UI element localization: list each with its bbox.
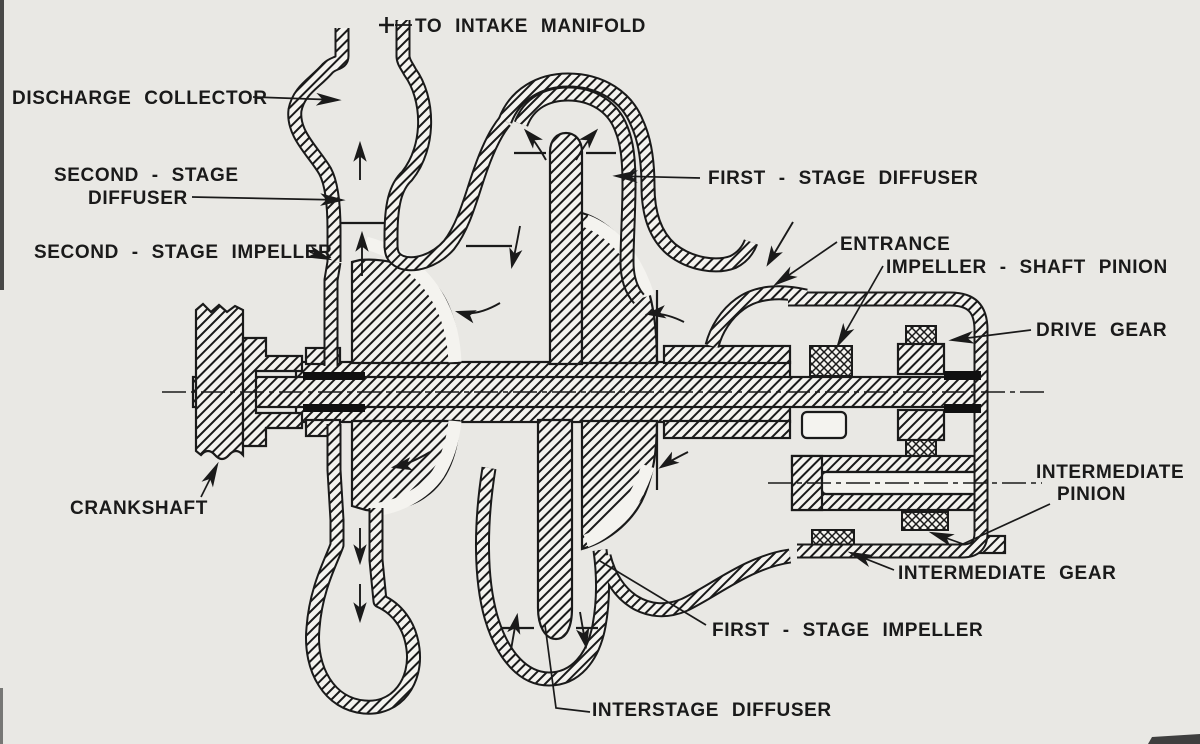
scan-edge-mark — [1148, 734, 1200, 744]
leader-drive-gear — [948, 329, 1032, 344]
casing-bottom-right-wall — [598, 550, 791, 616]
label-to-intake-manifold: TO INTAKE MANIFOLD — [415, 16, 646, 37]
intermediate-pinion-part — [901, 511, 949, 531]
leader-second-stage-diffuser — [191, 193, 346, 206]
seal-band — [303, 372, 365, 380]
leader-crankshaft — [200, 461, 219, 498]
label-leader-lines — [191, 17, 1051, 713]
seal-band — [944, 404, 981, 413]
shaft-seals — [303, 371, 981, 413]
leader-interstage-diffuser — [544, 624, 591, 713]
label-second-stage-diffuser-line2: DIFFUSER — [88, 188, 188, 209]
label-first-stage-diffuser: FIRST - STAGE DIFFUSER — [708, 168, 978, 189]
entrance-casing-wall — [706, 287, 808, 348]
label-second-stage-impeller: SECOND - STAGE IMPELLER — [34, 242, 332, 263]
vane-passage — [583, 463, 655, 548]
first-stage-diffuser-outer-wall — [499, 74, 757, 271]
seal-band — [944, 371, 981, 380]
leader-second-stage-impeller — [306, 245, 333, 261]
leader-first-stage-diffuser — [612, 170, 701, 183]
scan-edge-mark — [0, 0, 4, 290]
leader-discharge-collector — [252, 92, 342, 106]
drive-gear-part — [896, 408, 946, 442]
label-intermediate-gear: INTERMEDIATE GEAR — [898, 563, 1116, 584]
flow-arrow — [523, 128, 547, 161]
label-impeller-shaft-pinion: IMPELLER - SHAFT PINION — [886, 257, 1168, 278]
flow-arrow — [766, 221, 794, 267]
leader-intermediate-gear — [847, 551, 895, 571]
impeller-shaft-pinion-part — [809, 345, 853, 377]
label-first-stage-impeller: FIRST - STAGE IMPELLER — [712, 620, 983, 641]
shaft-coupling-clamp — [241, 336, 304, 448]
flow-arrow — [509, 225, 523, 270]
flow-arrow — [390, 451, 431, 471]
interstage-diaphragm-lower — [536, 418, 574, 641]
flow-arrow — [576, 611, 590, 650]
casing-left-wall-lower-and-collector-bulb — [307, 424, 420, 713]
vane-edge-lines — [340, 151, 659, 630]
flow-arrows — [353, 128, 794, 651]
label-second-stage-diffuser-line1: SECOND - STAGE — [54, 165, 239, 186]
gear-case-wall — [788, 293, 987, 557]
labyrinth-seal-shelf — [662, 419, 792, 440]
seal-band — [303, 404, 365, 412]
flow-arrow — [507, 612, 521, 651]
casing-left-wall-upper — [325, 261, 340, 366]
scan-edge-mark — [0, 688, 3, 744]
flow-arrow — [658, 451, 689, 469]
label-crankshaft: CRANKSHAFT — [70, 498, 208, 519]
discharge-collector-wall-left — [289, 28, 348, 262]
label-intermediate-pinion-line1: INTERMEDIATE — [1036, 462, 1184, 483]
vane-passage — [371, 420, 462, 517]
first-stage-diffuser-inner-wall — [515, 88, 644, 303]
crankshaft-block — [194, 302, 245, 461]
flow-arrow — [575, 128, 599, 161]
labyrinth-seal-shelf — [662, 344, 792, 365]
discharge-collector-wall-right — [385, 20, 431, 248]
label-discharge-collector: DISCHARGE COLLECTOR — [12, 88, 268, 109]
label-intermediate-pinion-line2: PINION — [1057, 484, 1126, 505]
leader-entrance — [772, 241, 838, 287]
label-entrance: ENTRANCE — [840, 234, 950, 255]
intake-pipe-cut-mark — [379, 17, 394, 33]
casing-walls-hatch-overlay — [289, 20, 987, 713]
interstage-diaphragm-upper — [548, 131, 584, 366]
leader-first-stage-impeller — [599, 560, 707, 626]
leader-impeller-shaft-pinion — [836, 265, 884, 349]
drive-gear-bearing — [905, 325, 937, 345]
second-stage-diffuser-wall — [385, 117, 510, 270]
label-drive-gear: DRIVE GEAR — [1036, 320, 1167, 341]
leader-intermediate-pinion — [928, 503, 1051, 547]
labels: TO INTAKE MANIFOLD DISCHARGE COLLECTOR S… — [12, 16, 1184, 721]
flow-arrow — [644, 305, 685, 323]
shaft-bearing — [800, 410, 848, 440]
drive-gear-part — [896, 342, 946, 376]
label-interstage-diffuser: INTERSTAGE DIFFUSER — [592, 700, 832, 721]
flow-arrow — [454, 302, 501, 324]
interstage-diffuser-outer-wall — [476, 467, 608, 685]
